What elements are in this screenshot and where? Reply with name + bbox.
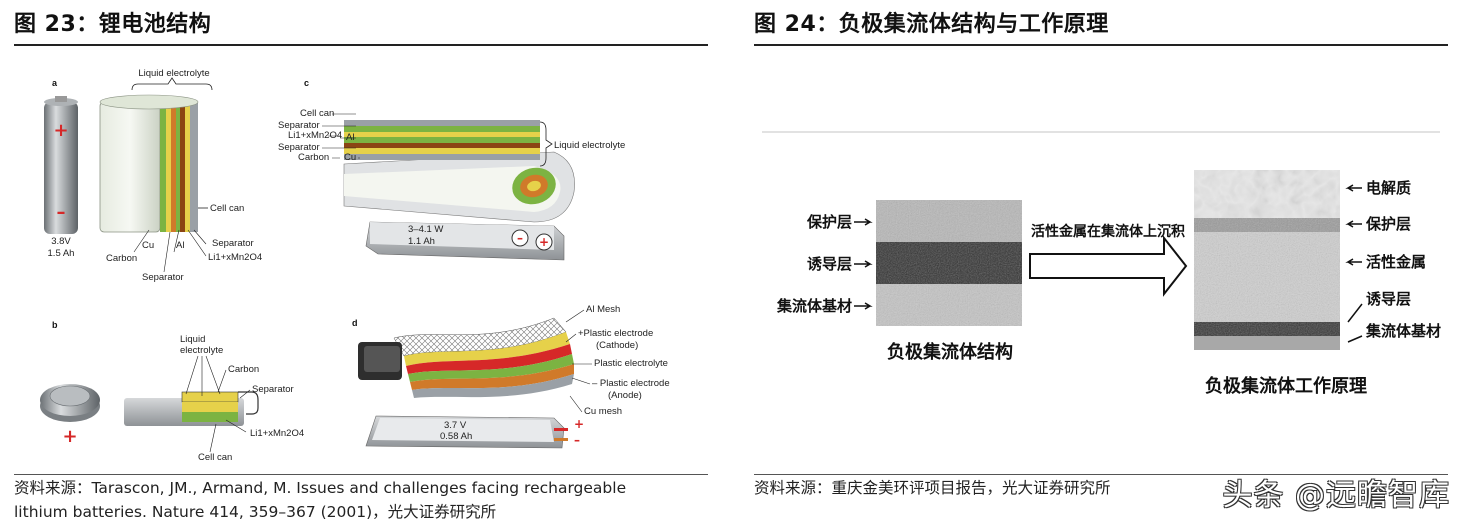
panel-c-cell-can: Cell can xyxy=(300,108,334,119)
panel-b-liquid-1: Liquid xyxy=(180,334,205,345)
panel-a-carbon: Carbon xyxy=(106,253,137,264)
collector-working-stack xyxy=(1194,170,1340,350)
right-label-induce: 诱导层 xyxy=(1366,290,1411,308)
panel-d-cathode-1: +Plastic electrode xyxy=(578,328,653,339)
figure-23-title: 图 23：锂电池结构 xyxy=(14,12,212,37)
source-note-left: 资料来源：Tarascon, JM., Armand, M. Issues an… xyxy=(14,476,704,524)
panel-d-tag: d xyxy=(352,318,358,328)
panel-a-separator-right: Separator xyxy=(212,238,254,249)
panel-c-carbon: Carbon xyxy=(298,152,329,163)
svg-text:–: – xyxy=(574,433,580,447)
right-label-substrate: 集流体基材 xyxy=(1365,322,1441,340)
pouch-cell-icon: + – xyxy=(365,415,584,449)
panel-a-voltage: 3.8V xyxy=(51,236,71,247)
right-label-active-metal: 活性金属 xyxy=(1366,253,1426,271)
panel-b-cell-can: Cell can xyxy=(198,452,232,463)
coin-cell-icon: + xyxy=(40,384,100,447)
cylindrical-cell-cutaway xyxy=(99,94,199,233)
arrow-label: 活性金属在集流体上沉积 xyxy=(1031,223,1185,240)
svg-text:+: + xyxy=(539,235,549,249)
panel-b-carbon: Carbon xyxy=(228,364,259,375)
source-rule-right xyxy=(754,474,1448,475)
source-rule-left xyxy=(14,474,708,475)
panel-a-cell-can: Cell can xyxy=(210,203,244,214)
watermark: 头条 @远瞻智库 xyxy=(1222,478,1450,513)
svg-text:–: – xyxy=(517,231,523,245)
panel-c-liquid-electrolyte: Liquid electrolyte xyxy=(554,140,625,151)
panel-c-tag: c xyxy=(304,78,309,88)
panel-a-cathode: Li1+xMn2O4 xyxy=(208,252,262,263)
panel-b-liquid-2: electrolyte xyxy=(180,345,223,356)
panel-c-cu: Cu xyxy=(344,152,356,163)
panel-c-al: Al xyxy=(346,132,354,143)
panel-d-capacity: 0.58 Ah xyxy=(440,431,472,442)
left-label-protect: 保护层 xyxy=(806,213,852,231)
panel-d-voltage: 3.7 V xyxy=(444,420,467,431)
panel-d-cu-mesh: Cu mesh xyxy=(584,406,622,417)
source-line-2: lithium batteries. Nature 414, 359–367 (… xyxy=(14,503,497,521)
svg-text:+: + xyxy=(62,426,77,447)
panel-d-anode-1: – Plastic electrode xyxy=(592,378,670,389)
coin-cell-cross-section xyxy=(124,391,259,426)
source-line-1: 资料来源：Tarascon, JM., Armand, M. Issues an… xyxy=(14,479,627,497)
collector-structure-stack xyxy=(876,200,1022,326)
title-rule-right xyxy=(754,44,1448,46)
svg-text:+: + xyxy=(53,120,68,141)
plastic-cell-layers xyxy=(358,317,574,398)
title-rule-left xyxy=(14,44,708,46)
panel-c-separator-2: Separator xyxy=(278,142,320,153)
current-collector-diagram: 保护层 诱导层 集流体基材 负极集流体结构 活性金属在集流体上沉积 电解质 保护… xyxy=(762,131,1441,397)
panel-b-cathode: Li1+xMn2O4 xyxy=(250,428,304,439)
panel-c-cathode: Li1+xMn2O4 xyxy=(288,130,342,141)
panel-b-tag: b xyxy=(52,320,58,330)
svg-text:+: + xyxy=(574,417,584,431)
panel-a-cu: Cu xyxy=(142,240,154,251)
right-label-protect: 保护层 xyxy=(1365,215,1411,233)
panel-c-capacity: 1.1 Ah xyxy=(408,236,435,247)
left-caption: 负极集流体结构 xyxy=(887,341,1013,363)
svg-text:–: – xyxy=(57,202,66,223)
panel-d-al-mesh: Al Mesh xyxy=(586,304,620,315)
panel-c-power: 3–4.1 W xyxy=(408,224,443,235)
source-note-right: 资料来源：重庆金美环评项目报告，光大证券研究所 xyxy=(754,479,1111,497)
panel-d-cathode-2: (Cathode) xyxy=(596,340,638,351)
lithium-battery-structure-diagram: a + – 3.8V 1.5 Ah Liquid electrolyte Cel… xyxy=(40,68,670,463)
panel-c-separator-1: Separator xyxy=(278,120,320,131)
panel-a-tag: a xyxy=(52,78,58,88)
panel-b-separator: Separator xyxy=(252,384,294,395)
battery-cylinder-icon: + – xyxy=(44,96,78,234)
panel-d-anode-2: (Anode) xyxy=(608,390,642,401)
prismatic-cell-icon: – + xyxy=(365,221,565,261)
right-caption: 负极集流体工作原理 xyxy=(1205,375,1367,397)
panel-a-al: Al xyxy=(176,240,184,251)
figure-24-title: 图 24：负极集流体结构与工作原理 xyxy=(754,12,1109,37)
panel-a-capacity: 1.5 Ah xyxy=(48,248,75,259)
prismatic-cell-cutaway xyxy=(343,120,575,223)
left-label-substrate: 集流体基材 xyxy=(776,297,852,315)
panel-a-liquid-electrolyte: Liquid electrolyte xyxy=(138,68,209,79)
left-label-induce: 诱导层 xyxy=(807,255,852,273)
panel-d-plastic-electrolyte: Plastic electrolyte xyxy=(594,358,668,369)
right-label-electrolyte: 电解质 xyxy=(1366,179,1411,197)
panel-a-separator-bottom: Separator xyxy=(142,272,184,283)
process-arrow-icon xyxy=(1029,235,1188,297)
